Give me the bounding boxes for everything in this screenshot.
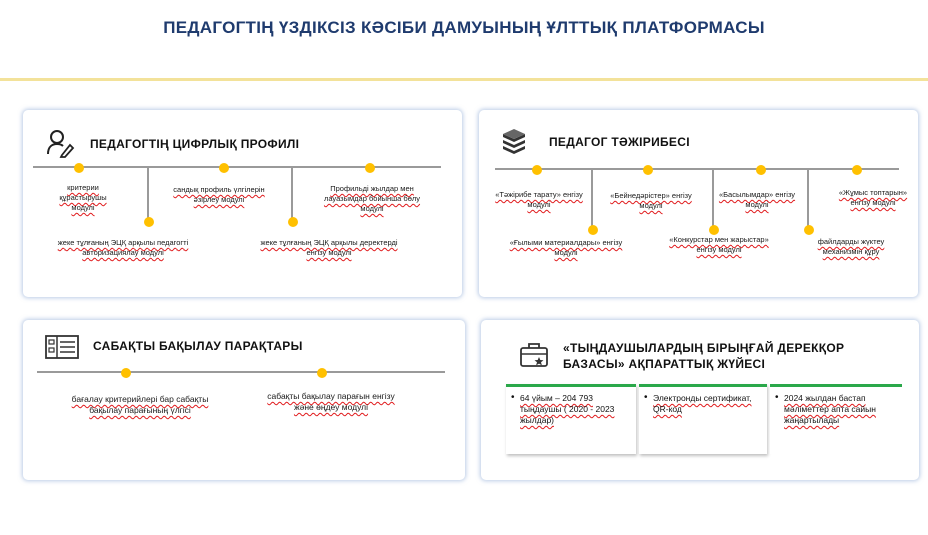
- module-label: сабақты бақылау парағын енгізу және өңде…: [267, 391, 395, 412]
- module-label: «Басылымдар» енгізу модулі: [718, 190, 796, 209]
- module-label: жеке тұлғаның ЭЦҚ арқылы педагогті автор…: [57, 238, 189, 257]
- briefcase-star-icon: [520, 343, 548, 367]
- module-label: «Жұмыс топтарын» енгізу модулі: [838, 188, 908, 207]
- module-label: Профильді жылдар мен лауазымдар бойынша …: [323, 184, 421, 213]
- fact-box: 64 үйым – 204 793 тыңдаушы ( 2020 - 2023…: [506, 384, 636, 454]
- timeline-dot: [317, 368, 327, 378]
- card-listener-database: «ТЫҢДАУШЫЛАРДЫҢ БІРЫҢҒАЙ ДЕРЕКҚОР БАЗАСЫ…: [481, 320, 919, 480]
- timeline-dot: [219, 163, 229, 173]
- timeline-dot: [365, 163, 375, 173]
- person-pen-icon: [47, 130, 75, 158]
- module-label: критерии құрастырушы модулі: [59, 183, 107, 212]
- timeline-dot: [74, 163, 84, 173]
- checklist-form-icon: [45, 335, 79, 359]
- card-teacher-experience: ПЕДАГОГ ТӘЖІРИБЕСІ «Тәжірибе тарату» енг…: [479, 110, 918, 297]
- timeline-dot: [709, 225, 719, 235]
- module-label: «Конкурстар мен жарыстар» енгізу модулі: [669, 235, 769, 254]
- card-lesson-observation: САБАҚТЫ БАҚЫЛАУ ПАРАҚТАРЫ бағалау критер…: [23, 320, 465, 480]
- module-label: жеке тұлғаның ЭЦҚ арқылы деректерді енгі…: [260, 238, 398, 257]
- card-title: САБАҚТЫ БАҚЫЛАУ ПАРАҚТАРЫ: [93, 339, 303, 353]
- card-title: ПЕДАГОГ ТӘЖІРИБЕСІ: [549, 135, 690, 149]
- card-digital-profile: ПЕДАГОГТІҢ ЦИФРЛЫҚ ПРОФИЛІ критерии құра…: [23, 110, 462, 297]
- timeline: [33, 166, 441, 168]
- timeline: [495, 168, 899, 170]
- module-label: файлдарды жүктеу механизмін құру: [817, 237, 885, 256]
- title-divider: [0, 78, 928, 81]
- module-label: сандық профиль үлгілерін әзірлеу модулі: [173, 185, 265, 204]
- card-title-line2: БАЗАСЫ» АҚПАРАТТЫҚ ЖҮЙЕСІ: [563, 357, 766, 371]
- timeline-dot: [804, 225, 814, 235]
- timeline-dot: [532, 165, 542, 175]
- timeline-dot: [588, 225, 598, 235]
- module-label: «Тәжірибе тарату» енгізу модулі: [495, 190, 583, 209]
- module-label: «Ғылыми материалдары» енгізу модулі: [509, 238, 623, 257]
- timeline-dot: [756, 165, 766, 175]
- page-title: ПЕДАГОГТІҢ ҮЗДІКСІЗ КӘСІБИ ДАМУЫНЫҢ ҰЛТТ…: [163, 18, 765, 37]
- fact-box: 2024 жылдан бастап мәліметтер апта сайын…: [770, 384, 902, 454]
- timeline-dot: [121, 368, 131, 378]
- timeline: [37, 371, 445, 373]
- timeline-dot: [288, 217, 298, 227]
- timeline-dot: [643, 165, 653, 175]
- card-title: ПЕДАГОГТІҢ ЦИФРЛЫҚ ПРОФИЛІ: [90, 137, 300, 151]
- timeline-dot: [852, 165, 862, 175]
- fact-box: Электронды сертификат, QR-код: [639, 384, 767, 454]
- module-label: бағалау критерийлері бар сабақты бақылау…: [71, 394, 209, 415]
- card-title-line1: «ТЫҢДАУШЫЛАРДЫҢ БІРЫҢҒАЙ ДЕРЕКҚОР: [563, 341, 845, 355]
- module-label: «Бейнедәрістер» енгізу модулі: [610, 191, 692, 210]
- timeline-dot: [144, 217, 154, 227]
- stacked-books-icon: [503, 129, 525, 154]
